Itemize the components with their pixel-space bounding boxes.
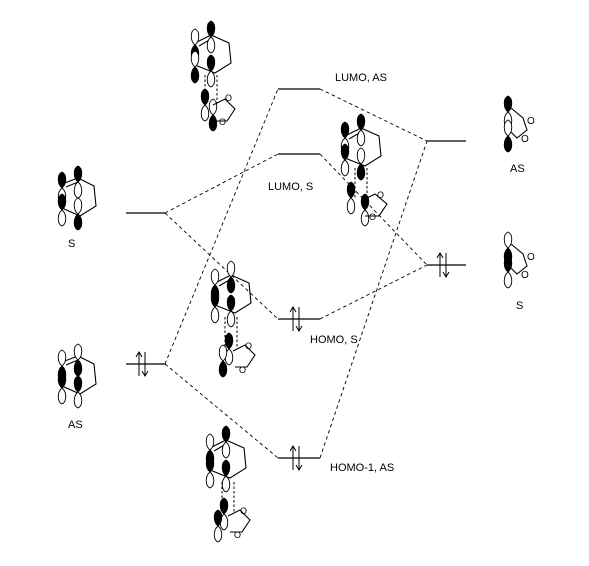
svg-text:O: O xyxy=(377,190,384,200)
homo1-as-label: HOMO-1, AS xyxy=(330,462,394,474)
labels: S AS AS S LUMO, AS LUMO, S HOMO, S HOMO-… xyxy=(68,72,525,474)
svg-text:O: O xyxy=(521,134,529,145)
svg-text:O: O xyxy=(521,270,529,281)
svg-text:O: O xyxy=(225,93,232,103)
svg-text:O: O xyxy=(369,212,376,222)
svg-text:O: O xyxy=(219,117,226,127)
dioxolane-orbital-s: O O xyxy=(503,231,535,289)
svg-text:O: O xyxy=(527,252,535,263)
svg-text:O: O xyxy=(234,530,241,540)
electron-pair-homo1-as xyxy=(289,445,303,471)
left-lower-label: AS xyxy=(68,419,83,431)
correlation-lines xyxy=(164,88,428,459)
cyclohexene-orbital-s xyxy=(57,165,97,231)
complex-orbital-homo1-as: O O xyxy=(205,425,251,543)
svg-text:O: O xyxy=(239,365,246,375)
right-lower-label: S xyxy=(516,300,523,312)
electron-pair-homo-s xyxy=(289,306,303,332)
svg-text:O: O xyxy=(240,506,247,516)
electron-pair-left-as xyxy=(135,351,149,377)
complex-orbital-homo-s: O O xyxy=(210,260,256,378)
svg-text:O: O xyxy=(527,116,535,127)
energy-levels xyxy=(126,88,466,459)
lumo-s-label: LUMO, S xyxy=(268,181,313,193)
dioxolane-orbital-as: O O xyxy=(503,95,535,153)
svg-text:O: O xyxy=(245,341,252,351)
left-upper-label: S xyxy=(68,238,75,250)
right-upper-label: AS xyxy=(510,163,525,175)
complex-orbital-lumo-s: O O xyxy=(340,113,388,227)
electron-pair-right-s xyxy=(436,252,450,278)
homo-s-label: HOMO, S xyxy=(310,334,358,346)
complex-orbital-lumo-as: O O xyxy=(190,20,236,132)
lumo-as-label: LUMO, AS xyxy=(335,72,387,84)
electron-pairs xyxy=(135,252,450,471)
cyclohexene-orbital-as xyxy=(57,343,97,409)
